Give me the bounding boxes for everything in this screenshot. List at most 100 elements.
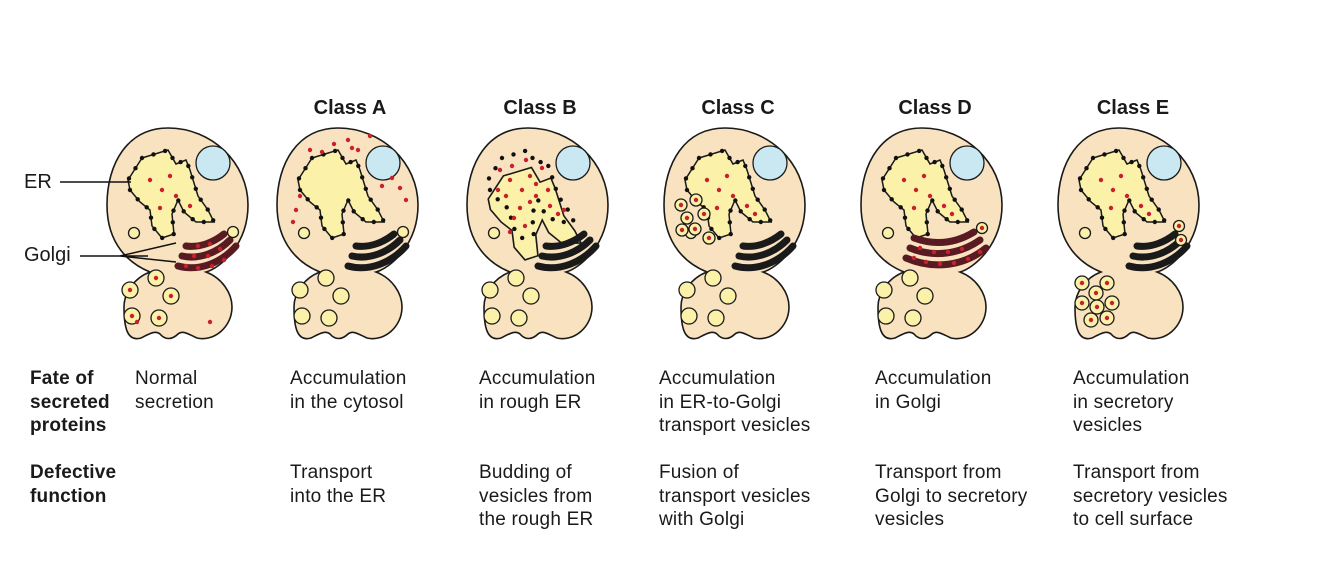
ribosome-dot [747, 175, 752, 180]
defect-class-a: Transport into the ER [290, 462, 387, 507]
ribosome-dot [493, 166, 498, 171]
ribosome-dot [916, 148, 922, 154]
vesicle [291, 281, 309, 299]
golgi [534, 230, 600, 272]
vesicle [396, 225, 410, 239]
ribosome-dot [965, 218, 970, 223]
golgi-cisterna [1125, 242, 1191, 272]
cell-a [276, 127, 419, 340]
er-label: ER [24, 171, 52, 193]
golgi-cisterna [344, 242, 410, 272]
ribosome-dot [1122, 231, 1127, 237]
vesicle [901, 269, 919, 287]
ribosome-dot [947, 186, 952, 191]
ribosome-dot [303, 166, 308, 171]
golgi-pointer-line [80, 242, 177, 263]
ribosome-dot [512, 226, 517, 232]
vesicle [877, 307, 895, 325]
ribosome-dot [924, 155, 929, 161]
protein-dot [555, 211, 561, 217]
ribosome-dot [1077, 176, 1083, 181]
ribosome-dot [717, 235, 722, 241]
protein-dot [533, 193, 539, 199]
protein-dot [507, 177, 513, 183]
protein-dot [911, 205, 917, 211]
vesicle [226, 225, 240, 239]
ribosome-dot [135, 197, 140, 202]
ribosome-dot [546, 163, 551, 169]
ribosome-dot [1144, 186, 1149, 191]
ribosome-dot [162, 148, 168, 154]
protein-dot [523, 157, 529, 163]
ribosome-dot [139, 155, 145, 161]
vesicle [483, 307, 501, 325]
ribosome-dot [531, 231, 536, 237]
ribosome-dot [1162, 218, 1167, 223]
ribosome-dot [1129, 159, 1134, 165]
ribosome-dot [738, 209, 743, 214]
vesicle [320, 309, 338, 327]
cell-d [860, 127, 1003, 340]
ribosome-dot [530, 155, 535, 161]
vesicle [1078, 226, 1092, 240]
protein-dot [129, 313, 135, 319]
ribosome-dot [1121, 220, 1126, 225]
protein-dot [183, 263, 189, 269]
ribosome-dot [381, 218, 386, 223]
vesicle [719, 287, 737, 305]
ribosome-dot [743, 163, 748, 169]
ribosome-dot [133, 166, 138, 171]
protein-dot [187, 203, 193, 209]
ribosome-dot [727, 220, 732, 225]
protein-dot [692, 226, 698, 232]
protein-dot [1118, 173, 1124, 179]
protein-dot [195, 265, 201, 271]
protein-dot [167, 173, 173, 179]
ribosome-dot [205, 207, 210, 212]
protein-dot [367, 133, 373, 139]
protein-dot [1108, 205, 1114, 211]
ribosome-dot [880, 176, 886, 181]
ribosome-dot [541, 209, 546, 214]
ribosome-dot [340, 220, 345, 225]
ribosome-dot [144, 205, 149, 210]
protein-dot [522, 223, 528, 229]
ribosome-dot [538, 159, 543, 165]
ribosome-dot [152, 226, 157, 232]
ribosome-dot [1141, 175, 1146, 180]
ribosome-dot [1122, 208, 1127, 213]
golgi-cisterna [538, 236, 594, 261]
ribosome-dot [690, 166, 695, 171]
golgi [344, 230, 410, 272]
ribosome-dot [571, 218, 576, 223]
vesicle [332, 287, 350, 305]
vesicle [678, 281, 696, 299]
class-e-title: Class E [1096, 97, 1170, 119]
er-outline [297, 149, 386, 239]
ribosome-dot [340, 155, 345, 161]
protein-dot [349, 145, 355, 151]
ribosome-dot [1103, 226, 1108, 232]
ribosome-dot [178, 159, 183, 165]
protein-dot [941, 203, 947, 209]
ribosome-dot [1111, 235, 1116, 241]
protein-dot [191, 253, 197, 259]
ribosome-dot [727, 155, 732, 161]
golgi-cisterna [1133, 230, 1179, 250]
nucleus [365, 145, 401, 181]
protein-dot [1094, 304, 1100, 310]
er [486, 148, 583, 261]
protein-dot [527, 199, 533, 205]
vesicle [510, 309, 528, 327]
ribosome-dot [360, 175, 365, 180]
ribosome-dot [531, 208, 536, 213]
ribosome-dot [565, 207, 570, 212]
ribosome-dot [762, 207, 767, 212]
fate-class-c: Accumulation in ER-to-Golgi transport ve… [659, 368, 811, 436]
ribosome-dot [351, 209, 356, 214]
ribosome-dot [1152, 219, 1157, 225]
protein-dot [931, 249, 937, 255]
ribosome-dot [940, 163, 945, 169]
ribosome-dot [1156, 207, 1161, 212]
nucleus [555, 145, 591, 181]
